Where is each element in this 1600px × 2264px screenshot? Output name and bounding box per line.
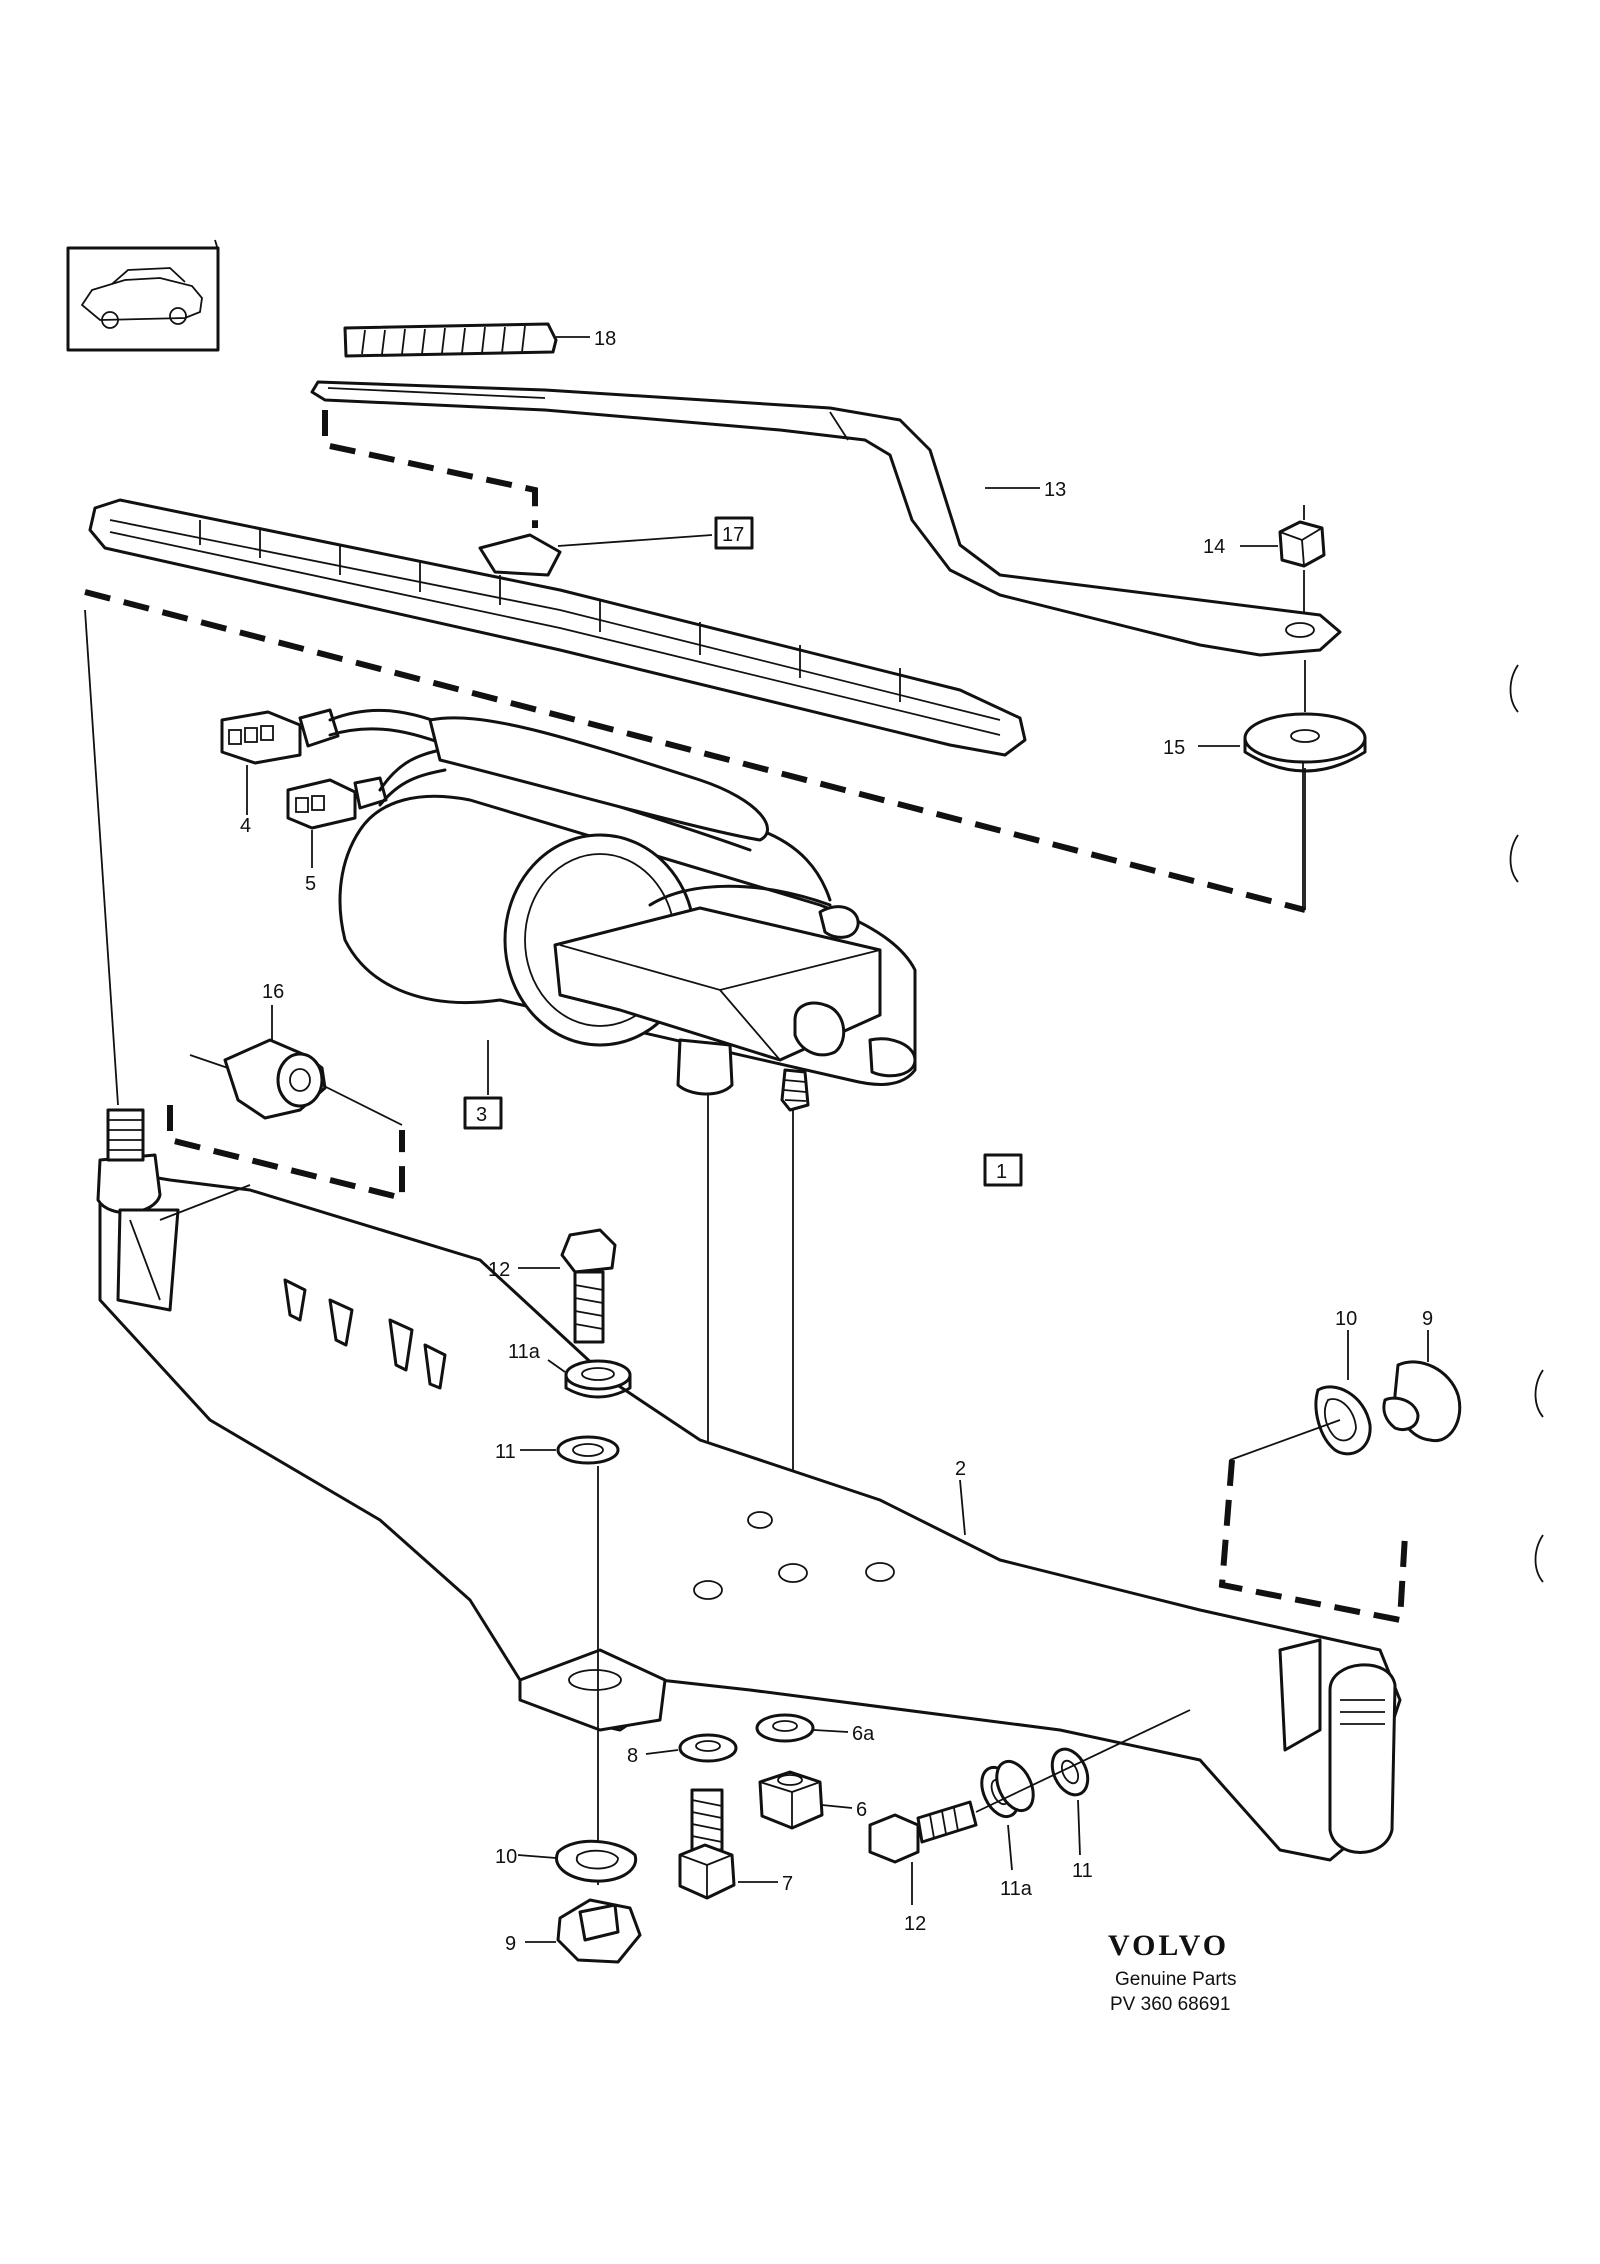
wiper-blade-part-17: [88, 498, 1027, 757]
callout-11-left: 11: [495, 1441, 516, 1463]
wiper-motor-part-3: [338, 794, 917, 1112]
wiring-harness: [328, 708, 832, 902]
callout-13: 13: [1044, 479, 1066, 501]
callout-box-1: [983, 1153, 1023, 1187]
callout-14: 14: [1203, 536, 1225, 558]
callout-6a: 6a: [852, 1723, 875, 1745]
callout-4: 4: [240, 815, 251, 837]
callout-16: 16: [262, 981, 284, 1003]
washer-part-11-left: [520, 1435, 620, 1465]
callout-box-17: [714, 516, 754, 550]
callout-18: 18: [594, 328, 616, 350]
callout-11a-left: 11a: [508, 1341, 541, 1363]
connector-part-4: [220, 708, 340, 815]
callout-11-bottom: 11: [1072, 1860, 1093, 1882]
callout-1: 1: [996, 1161, 1007, 1183]
wiper-insert-part-18: [343, 322, 590, 358]
washer-part-8: [645, 1733, 738, 1763]
callout-8: 8: [627, 1745, 638, 1767]
washer-part-6a: [755, 1713, 849, 1743]
washer-part-10-bottom: [517, 1839, 638, 1883]
callout-17: 17: [722, 524, 744, 546]
bolt-part-7: [678, 1788, 778, 1900]
part-code: PV 360 68691: [1110, 1994, 1230, 2015]
car-thumbnail-icon: [66, 239, 220, 352]
washer-part-11a-left: [547, 1359, 632, 1399]
washer-part-10-right: [1314, 1330, 1372, 1456]
callout-2: 2: [955, 1458, 966, 1480]
nut-part-14: [1240, 505, 1326, 612]
brand-logo: VOLVO: [1108, 1929, 1229, 1962]
washer-part-11a-bottom: [980, 1759, 1035, 1871]
bolt-part-12-left: [518, 1228, 617, 1344]
callout-7: 7: [782, 1873, 793, 1895]
linkage-frame-part-2: [96, 1108, 1402, 1862]
washer-part-15: [1198, 660, 1367, 910]
bolt-part-12-bottom: [868, 1800, 978, 1905]
callout-10-right: 10: [1335, 1308, 1357, 1330]
wiper-arm-part-13: [310, 380, 1342, 657]
nut-part-9-bottom: [525, 1898, 642, 1964]
callout-15: 15: [1163, 737, 1185, 759]
callout-9-bottom: 9: [505, 1933, 516, 1955]
callout-10-bottom: 10: [495, 1846, 517, 1868]
bushing-part-16: [189, 1005, 403, 1126]
nut-part-9-right: [1382, 1330, 1462, 1443]
callout-12-bottom: 12: [904, 1913, 926, 1935]
callout-box-3: [463, 1096, 503, 1130]
callout-12-left: 12: [488, 1259, 510, 1281]
callout-6: 6: [856, 1799, 867, 1821]
connector-part-5: [286, 776, 388, 868]
callout-5: 5: [305, 873, 316, 895]
nut-part-6: [758, 1770, 853, 1830]
callout-11a-bottom: 11a: [1000, 1878, 1033, 1900]
callout-3: 3: [476, 1104, 487, 1126]
genuine-parts-label: Genuine Parts: [1115, 1969, 1236, 1990]
callout-9-right: 9: [1422, 1308, 1433, 1330]
washer-part-11-bottom: [1050, 1747, 1090, 1856]
